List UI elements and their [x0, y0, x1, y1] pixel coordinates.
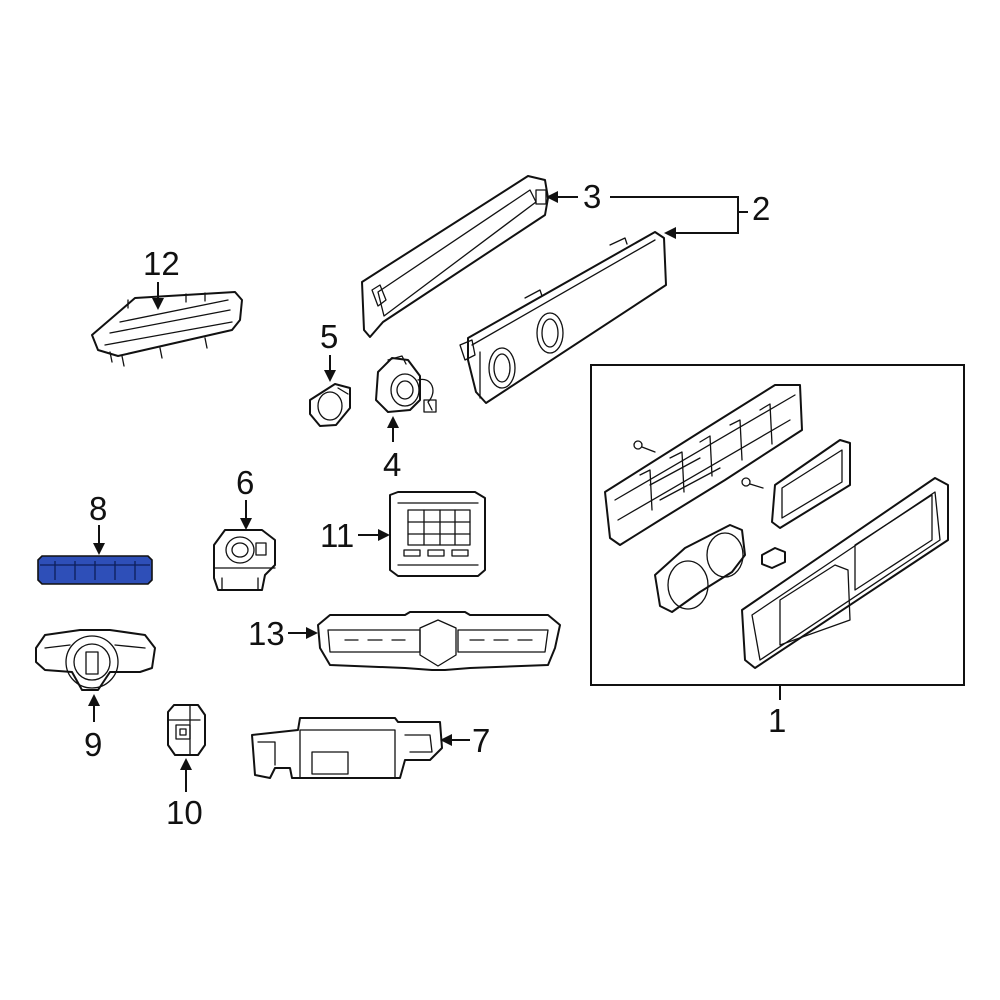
part-1-bracket[interactable] — [604, 384, 803, 546]
leader-lines — [88, 191, 781, 792]
part-12[interactable] — [91, 291, 243, 367]
part-9[interactable] — [35, 629, 156, 691]
part-10[interactable] — [167, 704, 206, 756]
part-3[interactable] — [361, 175, 549, 338]
callout-7: 7 — [472, 722, 490, 759]
callout-2: 2 — [752, 190, 770, 227]
callout-6: 6 — [236, 464, 254, 501]
callout-4: 4 — [383, 446, 401, 483]
callout-13: 13 — [248, 615, 285, 652]
callout-11: 11 — [320, 517, 354, 554]
part-1-display[interactable] — [771, 439, 851, 529]
callout-3: 3 — [583, 178, 601, 215]
part-6[interactable] — [213, 529, 276, 591]
part-1-gauges[interactable] — [654, 524, 746, 613]
callout-9: 9 — [84, 726, 102, 763]
part-7[interactable] — [251, 717, 443, 779]
callout-5: 5 — [320, 318, 338, 355]
callout-10: 10 — [166, 794, 203, 831]
callout-12: 12 — [143, 245, 180, 282]
part-2[interactable] — [459, 231, 667, 404]
callout-8: 8 — [89, 490, 107, 527]
part-1-lens[interactable] — [741, 477, 949, 669]
part-4[interactable] — [375, 355, 437, 413]
part-1-frame — [590, 364, 965, 686]
part-8[interactable] — [37, 555, 153, 585]
screw-icon — [633, 440, 764, 489]
callout-1: 1 — [768, 702, 786, 739]
part-1-clip[interactable] — [761, 547, 786, 569]
part-5[interactable] — [309, 383, 351, 427]
part-13[interactable] — [317, 611, 561, 671]
part-11[interactable] — [389, 491, 486, 577]
